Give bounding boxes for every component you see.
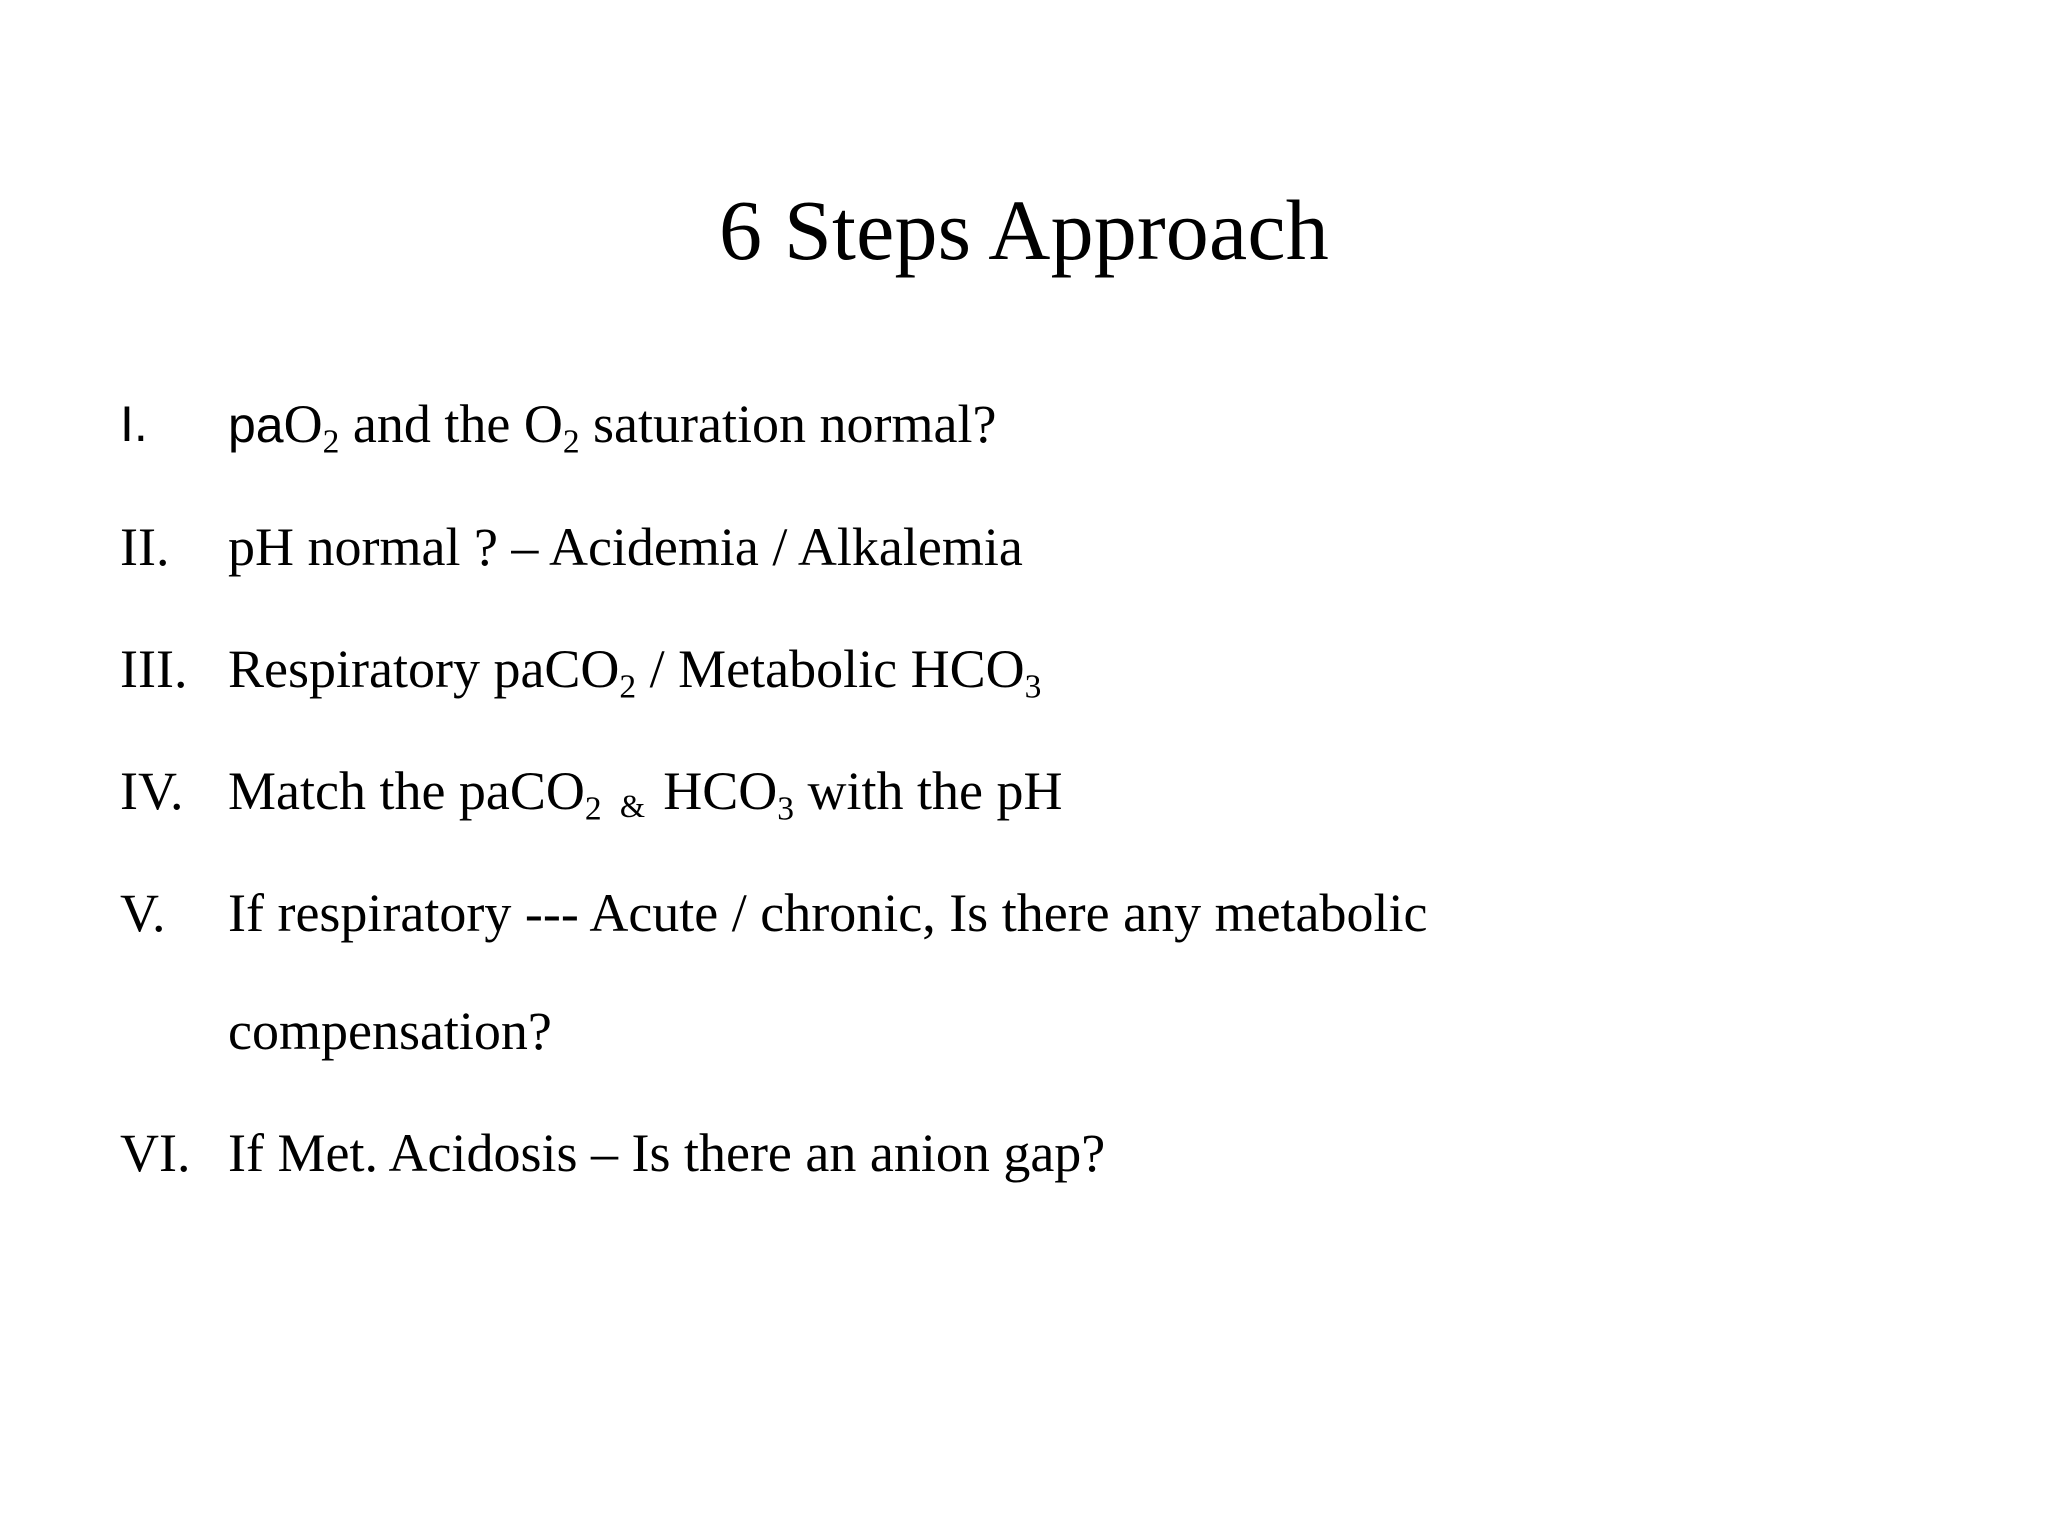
hco3-subscript-2: 3 (777, 790, 794, 828)
step-2-body-text: pH normal ? – Acidemia / Alkalemia (228, 517, 1023, 577)
list-item-step-2: II. pH normal ? – Acidemia / Alkalemia (120, 508, 1920, 586)
list-item-step-6: VI. If Met. Acidosis – Is there an anion… (120, 1114, 1920, 1192)
paco2-subscript: 2 (619, 668, 637, 706)
step-1-mid-text: and the (339, 394, 524, 454)
list-marker-iv: IV. (120, 761, 184, 821)
step-1-tail-text: saturation normal? (579, 394, 997, 454)
list-marker-v: V. (120, 883, 166, 943)
list-item-text-step-4: Match the paCO2&HCO3 with the pH (228, 752, 1920, 830)
list-item-step-1: I. paO2 and the O2 saturation normal? (120, 385, 1920, 464)
o2-subscript-2: 2 (562, 423, 580, 461)
list-marker-i: I. (120, 396, 148, 452)
paco2-subscript-2: 2 (584, 790, 602, 828)
list-marker-iii: III. (120, 639, 188, 699)
step-5-line-2: compensation? (228, 1001, 552, 1061)
steps-list: I. paO2 and the O2 saturation normal? II… (120, 385, 1920, 1192)
ampersand-symbol: & (619, 789, 646, 826)
list-item-step-5: V. If respiratory --- Acute / chronic, I… (120, 874, 1920, 1070)
list-item-text-step-6: If Met. Acidosis – Is there an anion gap… (228, 1114, 1920, 1192)
step-4-lead-text: Match the paCO (228, 761, 585, 821)
step-6-body-text: If Met. Acidosis – Is there an anion gap… (228, 1123, 1106, 1183)
list-item-step-3: III. Respiratory paCO2 / Metabolic HCO3 (120, 630, 1920, 708)
o2-symbol-1: O (283, 394, 323, 454)
list-marker-vi: VI. (120, 1123, 191, 1183)
hco3-subscript: 3 (1024, 668, 1042, 706)
step-3-lead-text: Respiratory paCO (228, 639, 620, 699)
step-4-tail-text: with the pH (793, 761, 1063, 821)
step-4-mid-text: HCO (663, 761, 778, 821)
o2-symbol-2: O (523, 394, 563, 454)
list-item-text-step-5: If respiratory --- Acute / chronic, Is t… (228, 874, 1920, 1070)
step-3-mid-text: / Metabolic HCO (636, 639, 1025, 699)
step-5-line-1: If respiratory --- Acute / chronic, Is t… (228, 883, 1428, 943)
list-item-text-step-3: Respiratory paCO2 / Metabolic HCO3 (228, 630, 1920, 708)
list-item-text-step-2: pH normal ? – Acidemia / Alkalemia (228, 508, 1920, 586)
o2-subscript-1: 2 (322, 423, 340, 461)
page-title: 6 Steps Approach (719, 181, 1329, 278)
list-marker-ii: II. (120, 517, 170, 577)
list-item-text-step-1: paO2 and the O2 saturation normal? (228, 385, 1920, 464)
list-item-step-4: IV. Match the paCO2&HCO3 with the pH (120, 752, 1920, 830)
pa-prefix-text: pa (228, 397, 284, 453)
